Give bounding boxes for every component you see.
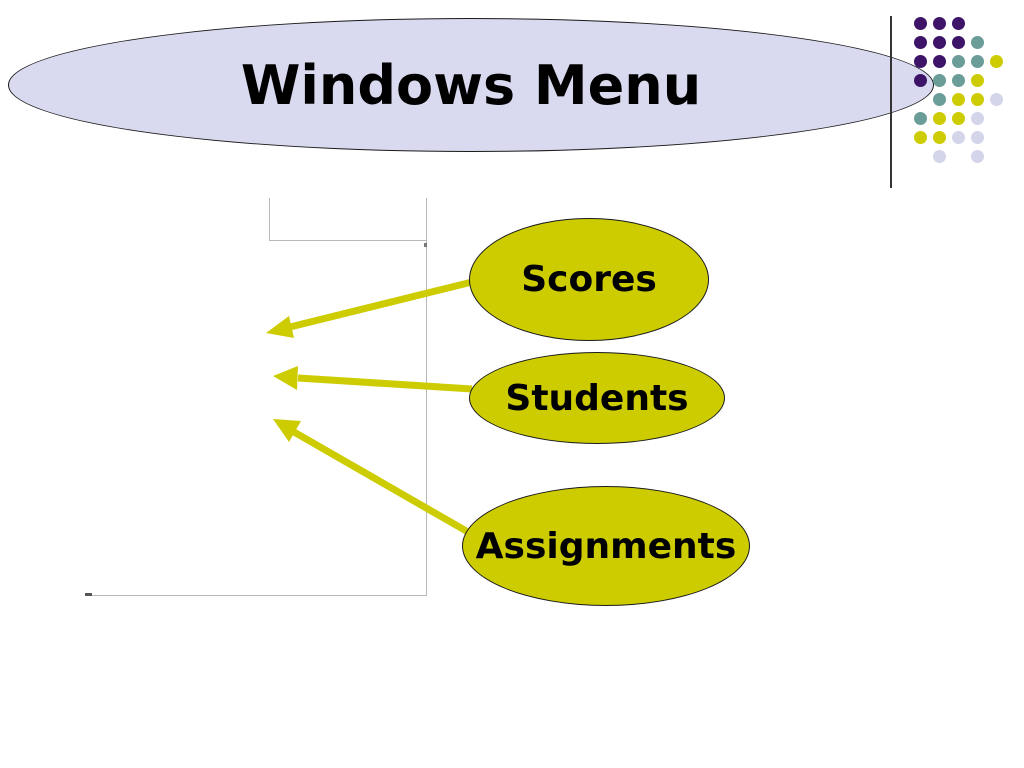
decorative-dot <box>914 17 927 30</box>
window-bottom-edge <box>86 595 427 596</box>
decorative-dot <box>990 93 1003 106</box>
bubble-students-label: Students <box>505 377 689 419</box>
decorative-dot <box>914 55 927 68</box>
decorative-dot <box>952 55 965 68</box>
window-inner-left-edge <box>269 198 270 241</box>
arrow-assignments-head <box>273 419 301 442</box>
decorative-dot <box>971 55 984 68</box>
decorative-dot <box>933 74 946 87</box>
arrow-assignments <box>292 428 470 536</box>
decorative-dot <box>952 74 965 87</box>
decorative-dot <box>971 150 984 163</box>
decorative-dot <box>933 55 946 68</box>
decorative-dot <box>933 131 946 144</box>
decorative-dot <box>990 55 1003 68</box>
decorative-dot <box>933 17 946 30</box>
decorative-dot <box>933 150 946 163</box>
decorative-dot <box>952 93 965 106</box>
arrow-students-head <box>273 366 298 390</box>
decorative-dot <box>914 131 927 144</box>
decorative-dot <box>933 93 946 106</box>
decorative-dot <box>971 112 984 125</box>
decorative-dot <box>952 36 965 49</box>
decorative-dot <box>971 36 984 49</box>
window-inner-bottom-edge <box>269 240 426 241</box>
decorative-dot <box>952 112 965 125</box>
window-corner-mark <box>424 243 427 247</box>
arrow-scores-head <box>266 316 294 338</box>
arrow-students <box>297 374 473 393</box>
decorative-dot <box>933 112 946 125</box>
decorative-dot <box>971 93 984 106</box>
decorative-dot <box>933 36 946 49</box>
bubble-students: Students <box>469 352 725 444</box>
window-right-edge <box>426 198 427 596</box>
bubble-scores: Scores <box>469 218 709 341</box>
window-corner-mark <box>85 593 92 596</box>
title-ellipse <box>8 18 934 152</box>
decorative-dot <box>952 131 965 144</box>
bubble-assignments: Assignments <box>462 486 750 606</box>
decorative-dot <box>971 131 984 144</box>
decorative-divider <box>890 16 892 188</box>
decorative-dot <box>952 17 965 30</box>
decorative-dot <box>971 74 984 87</box>
bubble-scores-label: Scores <box>521 259 657 300</box>
arrow-scores <box>289 278 473 331</box>
decorative-dot <box>914 74 927 87</box>
decorative-dot <box>914 112 927 125</box>
bubble-assignments-label: Assignments <box>475 525 737 567</box>
decorative-dot <box>914 36 927 49</box>
slide-title: Windows Menu <box>240 53 702 117</box>
